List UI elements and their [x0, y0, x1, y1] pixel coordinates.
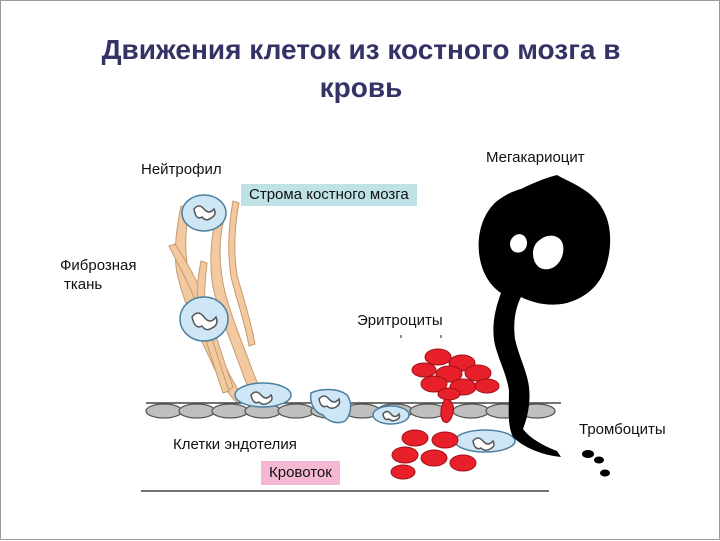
label-megakaryocyte: Мегакариоцит — [486, 149, 585, 166]
endothelial-cell — [211, 403, 249, 419]
label-fibrous-line1: Фиброзная — [60, 257, 137, 274]
erythrocytes-blood — [390, 429, 477, 480]
neutrophil-entering — [372, 405, 410, 425]
label-erythrocytes: Эритроциты — [357, 312, 443, 329]
platelets — [582, 450, 610, 477]
neutrophil-in-gap — [309, 388, 352, 424]
erythrocyte — [401, 429, 429, 447]
erythrocyte — [391, 446, 419, 464]
fibrous-strand — [228, 200, 256, 347]
neutrophil-nucleus — [193, 205, 216, 221]
erythrocyte — [424, 348, 452, 366]
neutrophil-nucleus — [250, 391, 273, 406]
erythrocyte — [420, 375, 448, 393]
erythrocyte — [420, 449, 448, 467]
platelet — [600, 469, 610, 477]
neutrophil-middle — [179, 296, 229, 342]
erythrocyte — [390, 464, 416, 480]
platelet — [582, 450, 594, 458]
erythrocyte — [431, 431, 459, 449]
megakaryocyte — [478, 175, 611, 457]
erythrocyte — [411, 362, 437, 378]
neutrophil-nucleus — [191, 312, 218, 331]
erythrocyte-squeezing — [440, 398, 454, 424]
label-fibrous-line2: ткань — [64, 276, 103, 293]
label-stroma: Строма костного мозга — [241, 184, 417, 206]
neutrophil-nucleus — [382, 410, 401, 422]
title-line-1: Движения клеток из костного мозга в — [101, 34, 621, 65]
endothelial-cell — [452, 403, 490, 419]
erythrocytes-marrow — [411, 348, 500, 424]
endothelial-cell — [277, 403, 315, 419]
endothelial-cell — [145, 403, 183, 419]
title-line-2: кровь — [319, 72, 403, 103]
erythrocyte — [449, 454, 477, 472]
erythrocytes-label-ticks — [400, 335, 442, 338]
platelet — [594, 456, 604, 464]
slide-title: Движения клеток из костного мозга в кров… — [41, 31, 681, 107]
label-bloodflow: Кровоток — [261, 461, 340, 485]
label-platelets: Тромбоциты — [579, 421, 666, 438]
erythrocyte — [437, 387, 461, 401]
megakaryocyte-inner-white — [510, 234, 527, 253]
neutrophil-transmigrating — [234, 382, 292, 408]
neutrophil-upper — [181, 194, 227, 232]
erythrocyte — [474, 378, 500, 394]
label-endothelial: Клетки эндотелия — [173, 436, 297, 453]
neutrophil-nucleus — [472, 437, 495, 452]
endothelial-cell — [178, 403, 216, 419]
label-neutrophil: Нейтрофил — [141, 161, 222, 178]
neutrophil-nucleus — [318, 395, 341, 410]
neutrophil-in-blood — [454, 429, 516, 453]
megakaryocyte-inner-white — [533, 235, 564, 270]
